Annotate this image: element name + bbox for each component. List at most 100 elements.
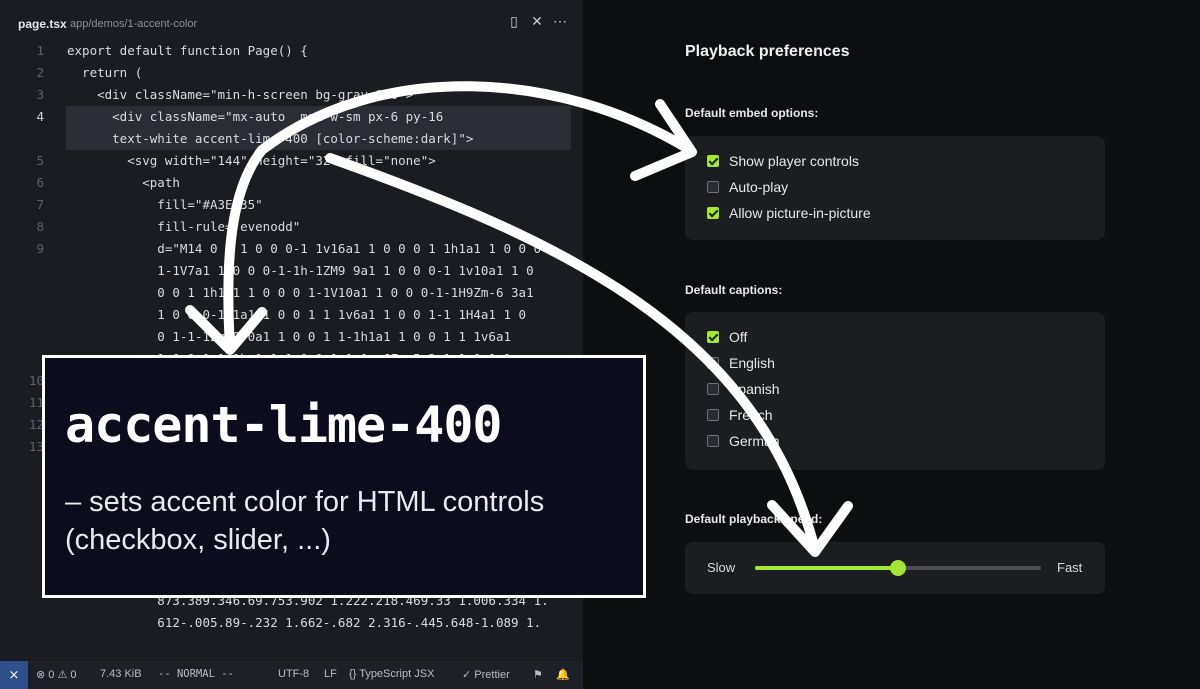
embed-option-label: Show player controls [729, 153, 859, 169]
code-line: 3 <div className="min-h-screen bg-gray-9… [0, 84, 583, 106]
caption-option-label: German [729, 433, 780, 449]
speed-min-label: Slow [707, 560, 736, 575]
prettier-status[interactable]: ✓ Prettier [462, 669, 510, 681]
line-text: text-white accent-lime-400 [color-scheme… [67, 131, 474, 146]
caption-checkbox[interactable] [707, 435, 719, 447]
caption-option[interactable]: Spanish [707, 378, 780, 400]
caption-option[interactable]: Off [707, 326, 747, 348]
bell-icon[interactable]: 🔔 [556, 669, 570, 681]
line-text: 1-1V7a1 1 0 0 0-1-1h-1ZM9 9a1 1 0 0 0-1 … [67, 263, 534, 278]
line-number: 4 [36, 109, 44, 124]
line-number: 10 [28, 373, 44, 388]
speed-slider-thumb[interactable] [890, 560, 906, 576]
line-text: export default function Page() { [67, 43, 308, 58]
embed-option[interactable]: Auto-play [707, 176, 788, 198]
tab-file-name[interactable]: page.tsx [18, 17, 67, 31]
code-line: text-white accent-lime-400 [color-scheme… [0, 128, 583, 150]
language-mode[interactable]: {} TypeScript JSX [349, 668, 435, 680]
line-number: 1 [36, 43, 44, 58]
line-number: 11 [28, 395, 44, 410]
line-number: 9 [36, 241, 44, 256]
speed-slider[interactable] [755, 560, 1041, 576]
line-number: 2 [36, 65, 44, 80]
caption-checkbox[interactable] [707, 331, 719, 343]
remote-icon[interactable]: ⨯ [0, 661, 28, 689]
caption-option[interactable]: French [707, 404, 773, 426]
line-number: 8 [36, 219, 44, 234]
code-line: 0 0 1 1h1a1 1 0 0 0 1-1V10a1 1 0 0 0-1-1… [0, 282, 583, 304]
problems-count[interactable]: ⊗ 0 ⚠ 0 [36, 669, 77, 681]
file-size: 7.43 KiB [100, 668, 142, 680]
line-text: 1 0 0 0-1 1a1 1 0 0 1 1 1v6a1 1 0 0 1-1 … [67, 307, 527, 322]
embed-option[interactable]: Show player controls [707, 150, 859, 172]
code-line: 1 export default function Page() { [0, 40, 583, 62]
code-line: 612-.005.89-.232 1.662-.682 2.316-.445.6… [0, 612, 583, 634]
line-text: fill-rule="evenodd" [67, 219, 301, 234]
caption-option-label: English [729, 355, 775, 371]
page-title: Playback preferences [685, 43, 850, 60]
code-line: 7 fill="#A3E635" [0, 194, 583, 216]
code-line: 5 <svg width="144" height="32" fill="non… [0, 150, 583, 172]
embed-options-label: Default embed options: [685, 106, 819, 120]
code-line: 1 0 0 0-1 1a1 1 0 0 1 1 1v6a1 1 0 0 1-1 … [0, 304, 583, 326]
line-text: <div className="mx-auto max-w-sm px-6 py… [67, 109, 444, 124]
line-text: d="M14 0 1 1 0 0 0-1 1v16a1 1 0 0 0 1 1h… [67, 241, 542, 256]
playback-speed-label: Default playback speed: [685, 512, 823, 526]
editor-tab-bar: page.tsx app/demos/1-accent-color ▯ ✕ ⋯ [0, 8, 583, 36]
line-text: <svg width="144" height="32" fill="none"… [67, 153, 436, 168]
caption-checkbox[interactable] [707, 383, 719, 395]
line-number: 3 [36, 87, 44, 102]
embed-option-label: Allow picture-in-picture [729, 205, 871, 221]
code-line: 9 d="M14 0 1 1 0 0 0-1 1v16a1 1 0 0 0 1 … [0, 238, 583, 260]
caption-option[interactable]: English [707, 352, 775, 374]
line-number: 7 [36, 197, 44, 212]
close-icon[interactable]: ✕ [531, 13, 543, 29]
caption-option-label: Off [729, 329, 748, 345]
line-text: 0 0 1 1h1a1 1 0 0 0 1-1V10a1 1 0 0 0-1-1… [67, 285, 534, 300]
caption-option-label: Spanish [729, 381, 780, 397]
code-line: 6 <path [0, 172, 583, 194]
embed-checkbox[interactable] [707, 207, 719, 219]
speed-slider-fill [755, 566, 898, 570]
callout-box: accent-lime-400 – sets accent color for … [42, 355, 646, 598]
line-text: <div className="min-h-screen bg-gray-950… [67, 87, 414, 102]
line-text: return ( [67, 65, 143, 80]
line-text: fill="#A3E635" [67, 197, 263, 212]
embed-checkbox[interactable] [707, 181, 719, 193]
line-number: 12 [28, 417, 44, 432]
caption-checkbox[interactable] [707, 409, 719, 421]
caption-option-label: French [729, 407, 773, 423]
line-number: 13 [28, 439, 44, 454]
caption-checkbox[interactable] [707, 357, 719, 369]
split-editor-icon[interactable]: ▯ [510, 13, 518, 29]
code-line: 8 fill-rule="evenodd" [0, 216, 583, 238]
code-line: 2 return ( [0, 62, 583, 84]
captions-label: Default captions: [685, 283, 783, 297]
callout-description: – sets accent color for HTML controls (c… [65, 486, 545, 556]
line-text: 0 1-1-1Zm20 0a1 1 0 0 1 1-1h1a1 1 0 0 1 … [67, 329, 512, 344]
more-icon[interactable]: ⋯ [553, 13, 567, 29]
tab-file-path: app/demos/1-accent-color [70, 18, 198, 30]
caption-option[interactable]: German [707, 430, 780, 452]
status-bar: ⨯ ⊗ 0 ⚠ 0 7.43 KiB -- NORMAL -- UTF-8 LF… [0, 661, 583, 689]
callout-title: accent-lime-400 [65, 396, 503, 454]
line-ending[interactable]: LF [324, 668, 337, 680]
accounts-icon[interactable]: ⚑ [533, 669, 543, 681]
code-line: 0 1-1-1Zm20 0a1 1 0 0 1 1-1h1a1 1 0 0 1 … [0, 326, 583, 348]
encoding[interactable]: UTF-8 [278, 668, 310, 680]
preferences-panel: Playback preferences Default embed optio… [583, 0, 1200, 689]
speed-max-label: Fast [1057, 560, 1083, 575]
code-line: 13 [0, 436, 583, 458]
code-line: 11 [0, 392, 583, 414]
code-line: 10 [0, 370, 583, 392]
line-number: 6 [36, 175, 44, 190]
line-text: 612-.005.89-.232 1.662-.682 2.316-.445.6… [67, 615, 542, 630]
code-line: 12 [0, 414, 583, 436]
code-line: 1-1V7a1 1 0 0 0-1-1h-1ZM9 9a1 1 0 0 0-1 … [0, 260, 583, 282]
embed-option[interactable]: Allow picture-in-picture [707, 202, 871, 224]
embed-checkbox[interactable] [707, 155, 719, 167]
embed-option-label: Auto-play [729, 179, 789, 195]
line-text: <path [67, 175, 180, 190]
